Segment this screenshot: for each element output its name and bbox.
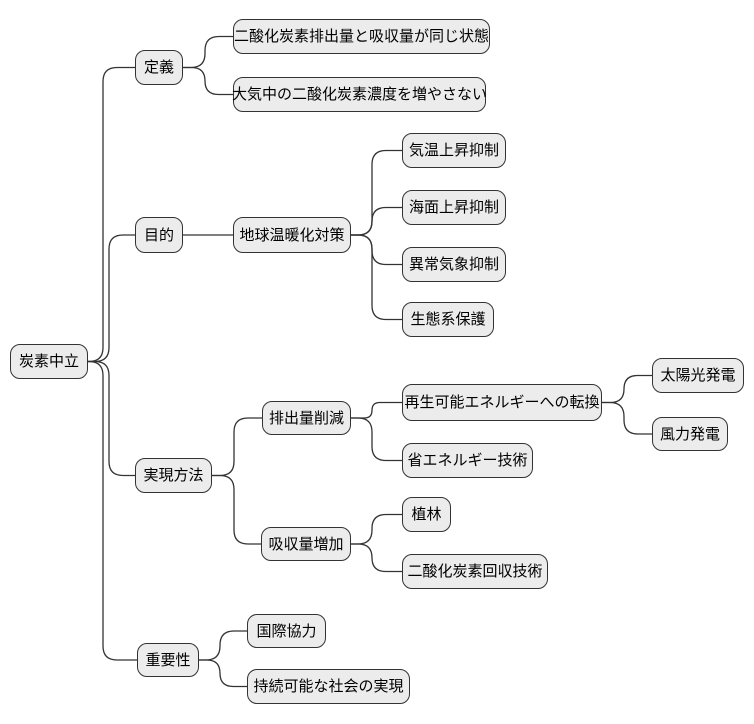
node-global-warming-measures: 地球温暖化対策 [233,217,351,253]
edge-importance--sustainable-society [198,659,248,688]
edge-renewable-energy-shift--wind-power [601,401,653,435]
node-def-no-increase: 大気中の二酸化炭素濃度を増やさない [232,77,487,112]
node-carbon-neutral: 炭素中立 [10,344,88,379]
node-temp-rise-control: 気温上昇抑制 [402,133,506,168]
node-solar-power: 太陽光発電 [652,358,744,393]
node-co2-capture-tech: 二酸化炭素回収技術 [402,554,548,589]
node-ecosystem-protection: 生態系保護 [402,302,494,337]
edge-renewable-energy-shift--solar-power [601,374,653,404]
edge-methods--emission-reduction [211,417,263,477]
node-sea-level-control: 海面上昇抑制 [402,190,506,225]
edge-definition--def-same-state [182,35,234,69]
node-sustainable-society: 持続可能な社会の実現 [247,669,410,704]
node-absorption-increase: 吸収量増加 [261,527,351,561]
node-wind-power: 風力発電 [652,417,728,451]
node-afforestation: 植林 [402,497,451,532]
node-importance: 重要性 [137,643,199,677]
edge-global-warming-measures--ecosystem-protection [350,234,403,321]
node-renewable-energy-shift: 再生可能エネルギーへの転換 [402,384,602,421]
edge-methods--absorption-increase [211,474,262,545]
edge-absorption-increase--co2-capture-tech [350,543,403,573]
edge-emission-reduction--energy-saving-tech [350,417,403,462]
node-methods: 実現方法 [135,458,212,493]
edge-carbon-neutral--methods [87,360,136,477]
edge-absorption-increase--afforestation [350,513,403,545]
node-def-same-state: 二酸化炭素排出量と吸収量が同じ状態 [233,19,490,54]
edge-global-warming-measures--temp-rise-control [350,149,403,236]
node-energy-saving-tech: 省エネルギー技術 [402,443,533,478]
edge-global-warming-measures--extreme-weather-control [350,234,403,266]
edge-definition--def-no-increase [182,66,234,96]
node-extreme-weather-control: 異常気象抑制 [402,247,506,282]
edge-global-warming-measures--sea-level-control [350,206,403,236]
edge-importance--intl-cooperation [198,630,248,661]
node-definition: 定義 [135,50,183,85]
edge-carbon-neutral--definition [87,66,136,363]
edge-emission-reduction--renewable-energy-shift [350,401,403,419]
edge-carbon-neutral--importance [87,360,138,661]
node-emission-reduction: 排出量削減 [262,401,351,435]
node-intl-cooperation: 国際協力 [247,614,326,648]
edge-carbon-neutral--purpose [87,234,136,363]
node-purpose: 目的 [135,217,183,253]
